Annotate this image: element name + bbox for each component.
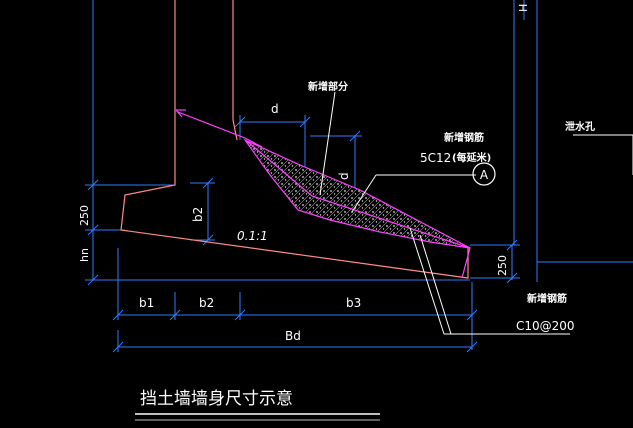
- dim-hn: hn: [78, 248, 91, 262]
- dim-d-top: d: [271, 102, 279, 116]
- stirrup-spec: C10@200: [516, 319, 575, 333]
- rebar-spec: 5C12: [420, 151, 451, 165]
- drawing-title: 挡土墙墙身尺寸示意: [140, 389, 293, 409]
- height-label-H: H: [517, 4, 530, 12]
- new-part-label: 新增部分: [308, 80, 348, 93]
- dim-d-side: d: [337, 172, 351, 180]
- drain-hole-label: 泄水孔: [565, 120, 595, 133]
- new-rebar-label-2: 新增钢筋: [527, 292, 567, 305]
- dim-250-right: 250: [496, 255, 509, 276]
- new-rebar-label-1: 新增钢筋: [444, 131, 484, 144]
- callout-circle: [472, 162, 496, 186]
- new-part-outline: [175, 109, 471, 279]
- callout-label: A: [480, 168, 489, 182]
- dim-b3: b3: [346, 296, 361, 310]
- new-part-hatch: [243, 138, 471, 249]
- wall-outline: [120, 0, 469, 279]
- slope-label: 0.1:1: [237, 229, 268, 243]
- dim-250-left: 250: [78, 205, 91, 226]
- dim-b2-vertical: b2: [191, 207, 205, 222]
- leader-lines: [319, 91, 633, 335]
- dim-b2: b2: [199, 296, 214, 310]
- dim-b1: b1: [139, 296, 154, 310]
- dimension-lines: [85, 0, 633, 353]
- dim-Bd: Bd: [285, 329, 301, 343]
- rebar-spec-note: (每延米): [452, 151, 491, 164]
- title-underline: [135, 413, 380, 421]
